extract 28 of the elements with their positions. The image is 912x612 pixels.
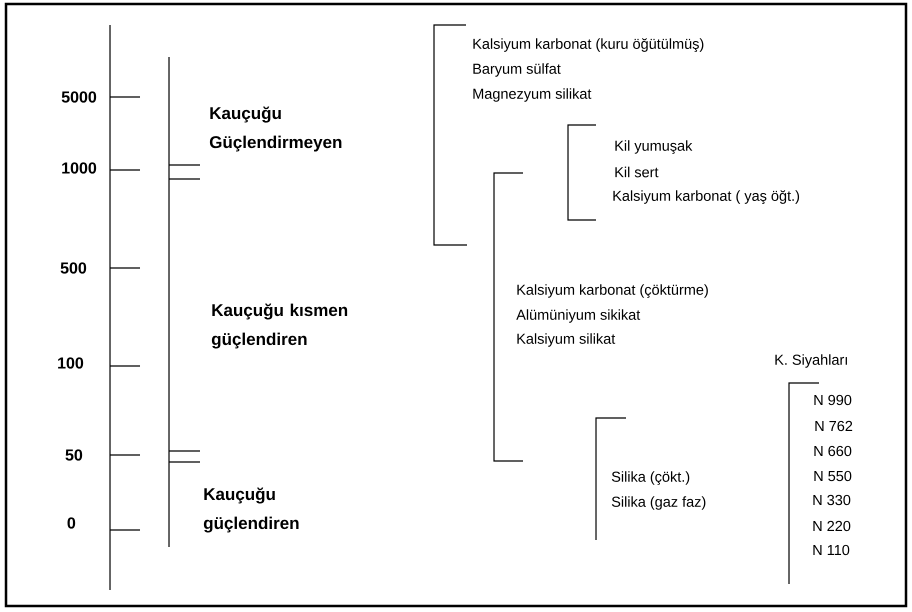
category-label: Kauçuğu güçlendiren — [204, 487, 298, 533]
scale-value: 5000 — [62, 91, 96, 103]
material-label: Kil sert — [615, 166, 658, 178]
material-label: Kalsiyum karbonat ( yaş öğt.) — [613, 190, 800, 204]
material-label: Baryum sülfat — [473, 63, 561, 77]
grade-label: N 330 — [813, 494, 850, 506]
grade-label: N 990 — [814, 394, 852, 406]
scale-value: 1000 — [62, 162, 96, 174]
material-label: Kalsiyum karbonat (kuru öğütülmüş) — [473, 38, 704, 52]
scale-value: 100 — [58, 357, 84, 369]
scale-value: 500 — [60, 262, 86, 274]
grade-label: N 220 — [813, 520, 850, 532]
material-label: Silika (gaz faz) — [612, 496, 706, 510]
material-label: Kil yumuşak — [615, 140, 692, 154]
material-label: Kalsiyum silikat — [517, 333, 616, 347]
group-heading: K. Siyahları — [775, 354, 847, 368]
grade-label: N 110 — [813, 544, 850, 556]
grade-label: N 660 — [814, 446, 852, 456]
material-label: Magnezyum silikat — [473, 88, 592, 102]
scale-value: 50 — [66, 449, 82, 461]
scale-value: 0 — [68, 517, 76, 529]
material-label: Alümüniyum sikikat — [516, 309, 640, 323]
material-label: Silika (çökt.) — [612, 471, 690, 485]
grade-label: N 762 — [815, 420, 852, 432]
material-label: Kalsiyum karbonat (çöktürme) — [517, 284, 708, 298]
grade-label: N 550 — [814, 470, 852, 482]
category-label: Kauçuğu Güçlendirmeyen — [210, 106, 342, 152]
category-label: Kauçuğu kısmen güçlendiren — [212, 303, 348, 349]
